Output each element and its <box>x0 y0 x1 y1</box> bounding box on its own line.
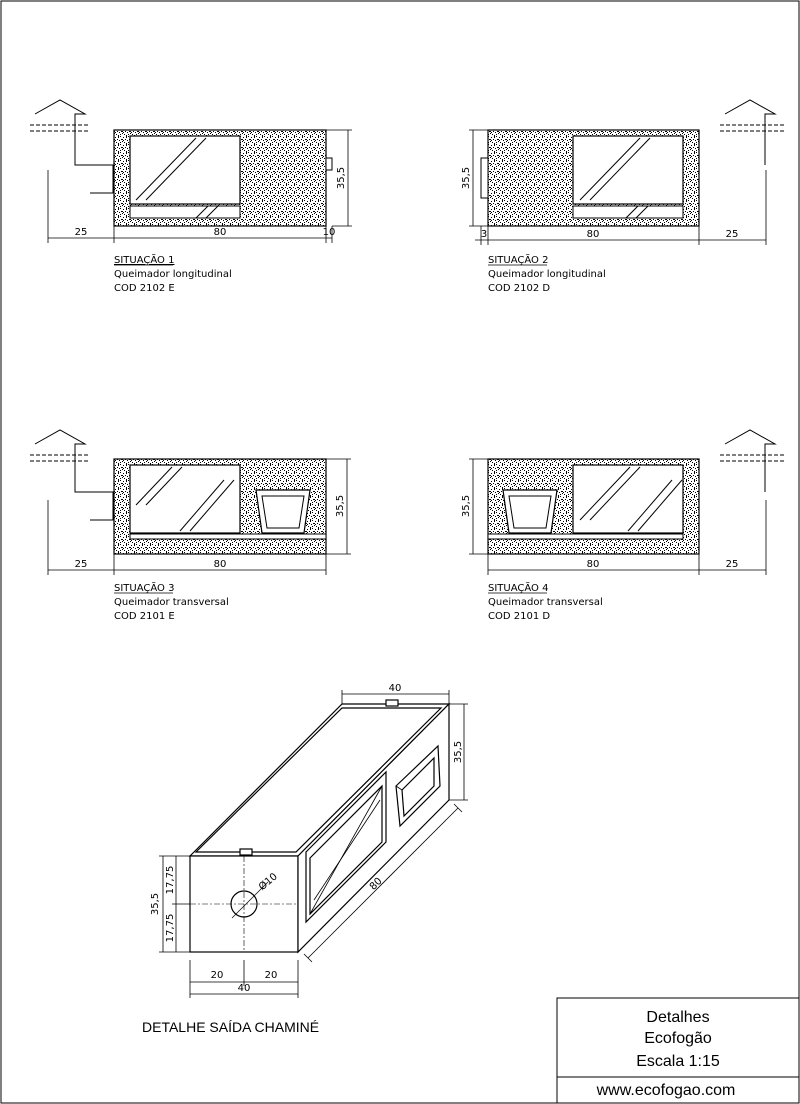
oven-window-4 <box>572 464 684 534</box>
dim-width-1: 80 <box>214 227 227 238</box>
situation-code-2: COD 2102 D <box>488 283 550 294</box>
chimney-1 <box>30 99 114 194</box>
situation-title-4: SITUAÇÃO 4 <box>488 581 548 594</box>
title-website[interactable]: www.ecofogao.com <box>596 1082 736 1099</box>
situation-subtitle-2: Queimador longitudinal <box>488 269 606 280</box>
detail-top-width: 40 <box>389 683 402 694</box>
detail-half-top: 17,75 <box>165 866 176 895</box>
situation-title-1: SITUAÇÃO 1 <box>114 253 174 266</box>
dim-right-4: 25 <box>726 559 739 570</box>
detail-left-height: 35,5 <box>150 893 161 915</box>
oven-window-1 <box>129 135 241 205</box>
oven-shelf-3 <box>129 533 327 540</box>
detail-half-left: 20 <box>211 970 224 981</box>
dim-height-1: 35,5 <box>336 167 347 189</box>
dim-width-2: 80 <box>587 229 600 240</box>
dim-height-2: 35,5 <box>461 167 472 189</box>
detail-caption: DETALHE SAÍDA CHAMINÉ <box>142 1019 319 1035</box>
situation-code-3: COD 2101 E <box>114 611 175 622</box>
situation-4: 80 25 35,5 SITUAÇÃO 4 Queimador transver… <box>461 429 785 622</box>
situation-subtitle-1: Queimador longitudinal <box>114 269 232 280</box>
dim-width-4: 80 <box>587 559 600 570</box>
situation-subtitle-3: Queimador transversal <box>114 597 229 608</box>
title-line-2: Ecofogão <box>644 1030 712 1047</box>
dim-width-3: 80 <box>214 559 227 570</box>
oven-shelf-4 <box>487 533 684 540</box>
detail-front-width: 40 <box>238 983 251 994</box>
oven-shelf-2 <box>572 205 684 219</box>
situation-subtitle-4: Queimador transversal <box>488 597 603 608</box>
situation-title-3: SITUAÇÃO 3 <box>114 581 174 594</box>
oven-window-2 <box>572 135 684 205</box>
dim-small-2: 3 <box>481 229 487 240</box>
dim-height-3: 35,5 <box>335 495 346 517</box>
detail-half-right: 20 <box>265 970 278 981</box>
dim-left-3: 25 <box>75 559 88 570</box>
dim-height-4: 35,5 <box>461 495 472 517</box>
situation-1: 25 80 10 35,5 SITUAÇÃO 1 Queimador longi… <box>30 99 352 294</box>
side-stub-1 <box>325 157 333 171</box>
oven-window-3 <box>129 464 241 534</box>
situation-code-4: COD 2101 D <box>488 611 550 622</box>
chimney-4 <box>720 429 785 492</box>
dim-small-1: 10 <box>323 227 336 238</box>
title-block: Detalhes Ecofogão Escala 1:15 www.ecofog… <box>556 997 800 1104</box>
situation-code-1: COD 2102 E <box>114 283 175 294</box>
title-line-1: Detalhes <box>646 1009 709 1026</box>
chimney-2 <box>720 99 785 165</box>
dim-left-1: 25 <box>75 227 88 238</box>
chimney-outlet-detail <box>188 699 451 954</box>
side-stub-2 <box>480 157 489 199</box>
dim-right-2: 25 <box>726 229 739 240</box>
chimney-3 <box>30 429 114 521</box>
situation-3: 25 80 35,5 SITUAÇÃO 3 Queimador transver… <box>30 429 351 622</box>
situation-2: 3 80 25 35,5 SITUAÇÃO 2 Queimador longit… <box>461 99 785 294</box>
title-line-3: Escala 1:15 <box>636 1053 720 1070</box>
situation-title-2: SITUAÇÃO 2 <box>488 253 548 266</box>
detail-half-bottom: 17,75 <box>165 914 176 943</box>
detail-right-height: 35,5 <box>453 741 464 763</box>
oven-shelf-1 <box>129 205 241 219</box>
